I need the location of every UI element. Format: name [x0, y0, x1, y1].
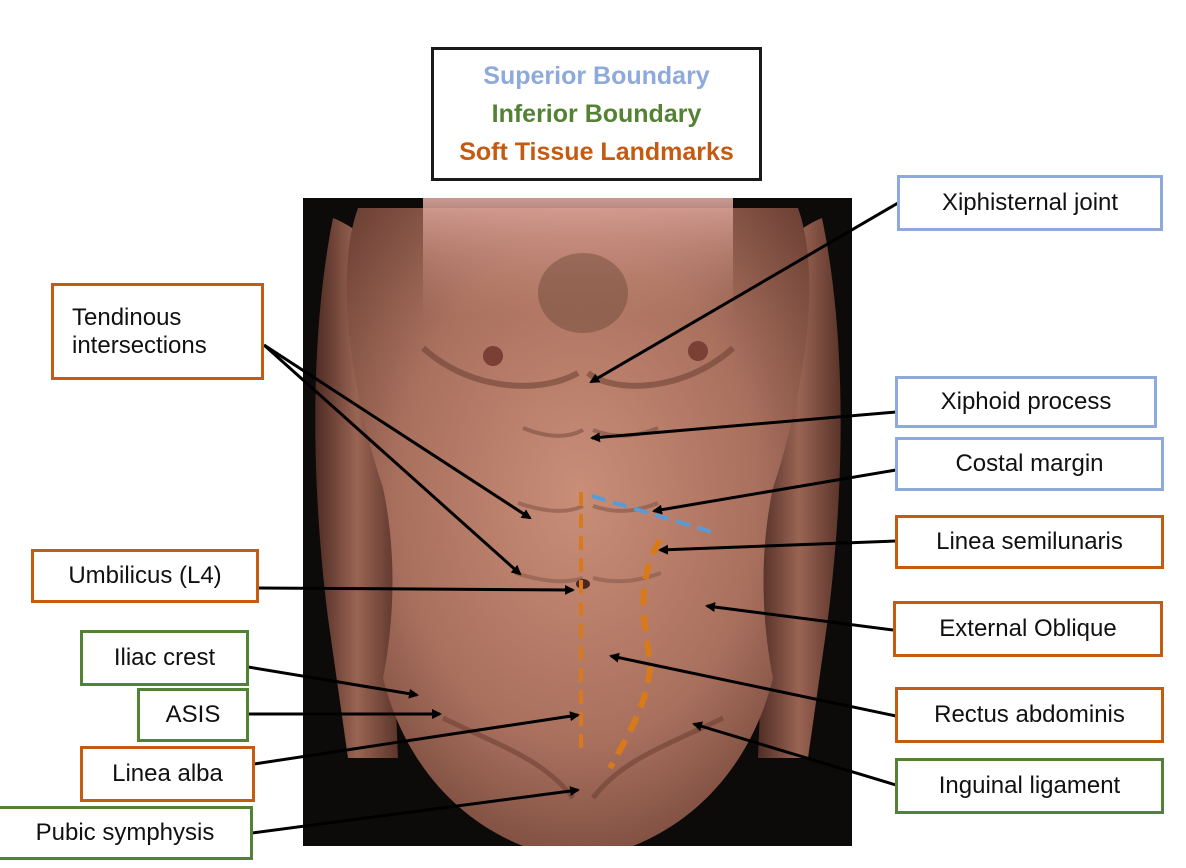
label-umbilicus: Umbilicus (L4)	[31, 549, 259, 603]
label-linea-semilunaris: Linea semilunaris	[895, 515, 1164, 569]
costal-margin-dashed-line	[591, 494, 713, 534]
legend-superior-boundary: Superior Boundary	[483, 62, 710, 90]
arrow-iliac-crest	[247, 665, 419, 699]
label-linea-alba: Linea alba	[80, 746, 255, 802]
arrow-linea-alba	[253, 711, 580, 766]
legend-box: Superior Boundary Inferior Boundary Soft…	[431, 47, 762, 181]
arrow-rectus-abdominis	[609, 652, 897, 718]
arrow-external-oblique	[705, 602, 894, 632]
legend-inferior-boundary: Inferior Boundary	[491, 100, 702, 128]
arrow-costal-margin	[652, 468, 897, 515]
arrow-inguinal-ligament	[692, 721, 897, 787]
label-costal-margin: Costal margin	[895, 437, 1164, 491]
torso-photo	[303, 198, 852, 846]
arrow-tendinous-lower	[262, 343, 522, 576]
label-tendinous-intersections: Tendinous intersections	[51, 283, 264, 380]
arrow-xiphisternal-joint	[589, 201, 899, 384]
label-xiphoid-process: Xiphoid process	[895, 376, 1157, 428]
arrow-tendinous-upper	[263, 343, 532, 520]
label-asis: ASIS	[137, 688, 249, 742]
linea-semilunaris-dashed-line	[607, 538, 663, 770]
label-iliac-crest: Iliac crest	[80, 630, 249, 686]
arrow-umbilicus	[257, 584, 575, 595]
torso-illustration	[303, 198, 852, 846]
label-pubic-symphysis: Pubic symphysis	[0, 806, 253, 860]
label-xiphisternal-joint: Xiphisternal joint	[897, 175, 1163, 231]
arrow-pubic-symphysis	[251, 786, 580, 835]
label-external-oblique: External Oblique	[893, 601, 1163, 657]
label-inguinal-ligament: Inguinal ligament	[895, 758, 1164, 814]
legend-soft-tissue-landmarks: Soft Tissue Landmarks	[459, 138, 734, 166]
label-rectus-abdominis: Rectus abdominis	[895, 687, 1164, 743]
arrow-linea-semilunaris	[658, 539, 897, 555]
arrow-xiphoid-process	[590, 410, 897, 443]
